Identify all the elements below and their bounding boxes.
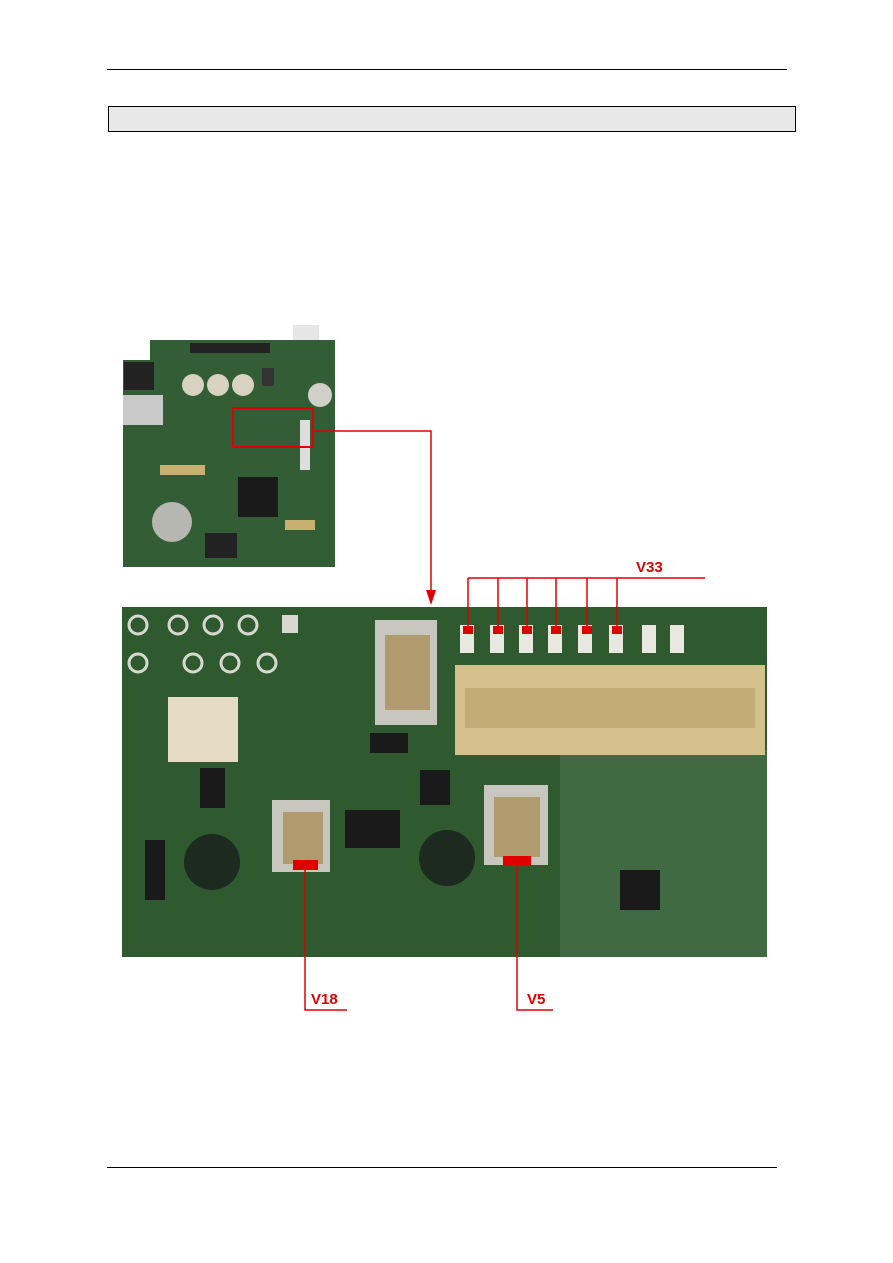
board-closeup-photo: [122, 607, 767, 957]
v33-test-points: [463, 626, 622, 634]
v5-label: V5: [527, 991, 545, 1008]
v18-label: V18: [311, 991, 338, 1008]
v5-leader-line: [516, 866, 553, 1011]
v33-annotation: [467, 577, 705, 628]
zoom-arrow-line: [313, 430, 432, 600]
zoom-arrow-head: [426, 590, 436, 605]
section-heading-box: [108, 106, 796, 132]
v18-test-point: [293, 860, 318, 870]
board-overview-photo: [123, 325, 335, 567]
zoom-region-highlight: [232, 407, 314, 448]
v33-label: V33: [636, 559, 663, 576]
v5-test-point: [503, 856, 531, 866]
footer-rule: [107, 1167, 777, 1168]
v18-leader-line: [304, 870, 347, 1011]
header-rule: [107, 69, 787, 70]
